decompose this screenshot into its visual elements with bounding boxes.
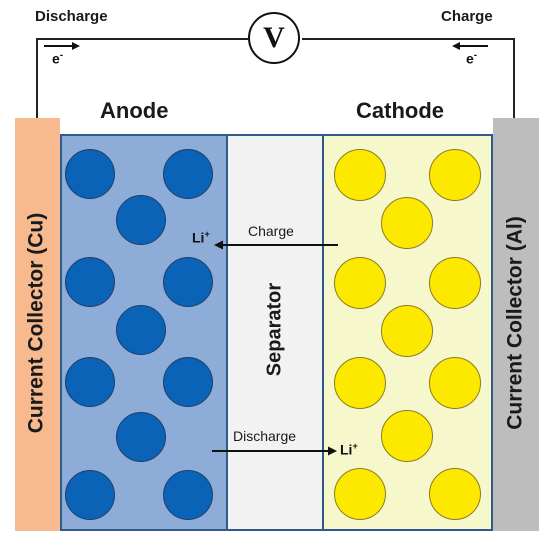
ion-left-symbol: Li	[192, 229, 205, 246]
anode-particle	[116, 195, 166, 245]
anode-particle	[163, 470, 213, 520]
cathode-particle	[381, 305, 433, 357]
cathode-particle	[429, 257, 481, 309]
left-current-collector-label: Current Collector (Cu)	[24, 212, 48, 434]
anode-label: Anode	[100, 98, 169, 123]
ion-right-symbol: Li	[340, 441, 353, 458]
anode-particle	[163, 149, 213, 199]
cathode-particle	[429, 357, 481, 409]
ion-right-label: Li+	[340, 441, 358, 458]
electron-right-label: e-	[466, 50, 477, 67]
discharge-arrow-icon	[212, 446, 337, 456]
separator-region	[228, 134, 322, 531]
ion-left-charge: +	[204, 229, 210, 239]
electron-right-sign: -	[473, 50, 478, 61]
ion-right-charge: +	[352, 441, 358, 451]
cathode-particle	[334, 357, 386, 409]
anode-particle	[116, 305, 166, 355]
ion-flow-charge-label: Charge	[248, 223, 294, 239]
anode-particle	[65, 470, 115, 520]
anode-particle	[65, 357, 115, 407]
right-current-collector	[493, 118, 539, 531]
cathode-particle	[381, 197, 433, 249]
ion-left-label: Li+	[192, 229, 210, 246]
voltmeter-symbol: V	[263, 21, 285, 54]
voltmeter: V	[248, 12, 300, 64]
electron-arrow-left-icon	[44, 42, 80, 50]
anode-particle	[65, 149, 115, 199]
cathode-particle	[429, 468, 481, 520]
anode-particle	[163, 357, 213, 407]
electron-left-label: e-	[52, 50, 63, 67]
wire-left-vertical	[36, 38, 38, 118]
wire-top-left	[36, 38, 248, 40]
anode-particle	[163, 257, 213, 307]
wire-top-right	[302, 38, 515, 40]
left-current-collector	[15, 118, 60, 531]
cathode-particle	[334, 468, 386, 520]
cathode-label: Cathode	[356, 98, 444, 123]
circuit-discharge-label: Discharge	[35, 8, 108, 25]
electron-left-symbol: e	[52, 50, 60, 67]
electron-arrow-right-icon	[452, 42, 488, 50]
electron-left-sign: -	[59, 50, 64, 61]
cathode-particle	[381, 410, 433, 462]
cathode-particle	[334, 149, 386, 201]
circuit-charge-label: Charge	[441, 8, 493, 25]
separator-label: Separator	[263, 282, 286, 377]
right-current-collector-label: Current Collector (Al)	[503, 216, 527, 430]
cathode-particle	[429, 149, 481, 201]
electron-right-symbol: e	[466, 50, 474, 67]
anode-particle	[116, 412, 166, 462]
cathode-particle	[334, 257, 386, 309]
anode-particle	[65, 257, 115, 307]
charge-arrow-icon	[214, 240, 338, 250]
ion-flow-discharge-label: Discharge	[233, 428, 297, 444]
wire-right-vertical	[513, 38, 515, 118]
